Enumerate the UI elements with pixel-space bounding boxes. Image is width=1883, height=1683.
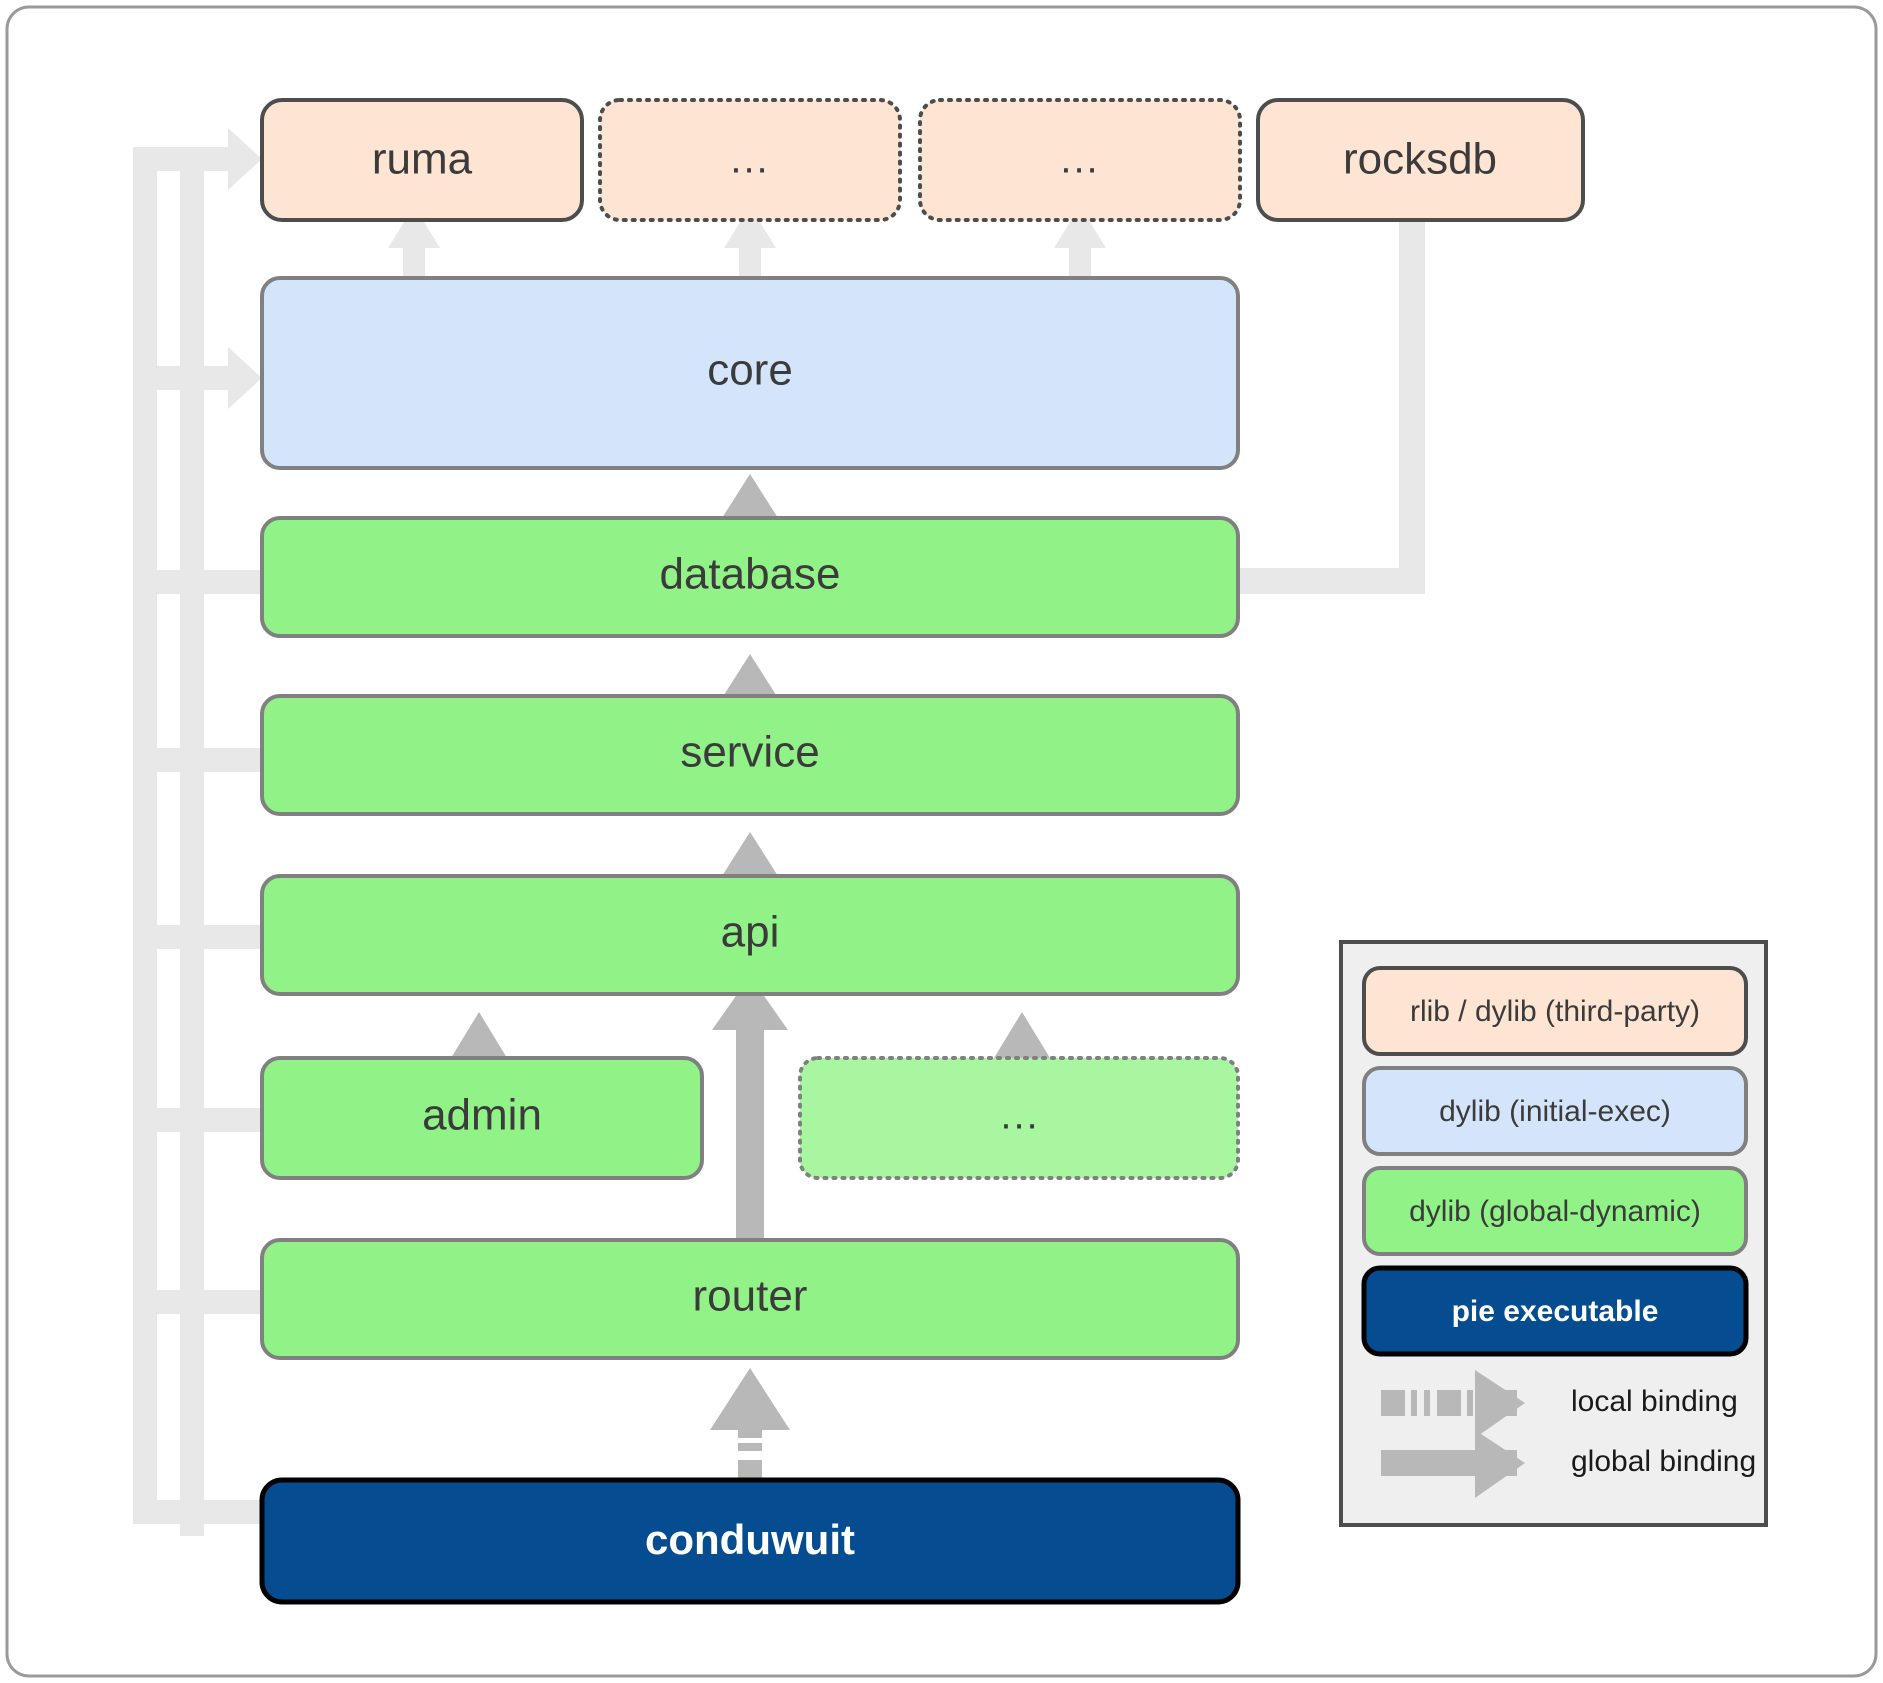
legend-global-dynamic: dylib (global-dynamic) [1362,1166,1748,1256]
conduwuit-left-rail [133,128,267,1536]
node-third-party-dots-1[interactable]: ... [598,98,902,222]
edge-conduwuit-api [712,976,788,1240]
legend-global-binding: global binding [1381,1430,1756,1498]
edge-core-dots-2 [1054,206,1106,282]
edge-core-dots-1 [724,206,776,282]
node-global-dynamic-dots[interactable]: ... [798,1056,1240,1180]
legend-initial-exec-label: dylib (initial-exec) [1439,1095,1671,1128]
node-api[interactable]: api [260,874,1240,996]
node-admin[interactable]: admin [260,1056,704,1180]
legend-pie-executable-label: pie executable [1452,1295,1659,1328]
legend-third-party-label: rlib / dylib (third-party) [1410,995,1700,1028]
edges-core-to-third-party [388,206,1106,282]
legend-global-binding-label: global binding [1571,1445,1756,1478]
node-service[interactable]: service [260,694,1240,816]
node-third-party-dots-1-label: ... [730,138,769,182]
node-router[interactable]: router [260,1238,1240,1360]
node-third-party-dots-2-label: ... [1060,138,1099,182]
node-rocksdb-label: rocksdb [1343,135,1497,184]
node-api-label: api [721,908,780,957]
node-database-label: database [659,550,840,599]
node-service-label: service [680,728,819,777]
legend-third-party: rlib / dylib (third-party) [1362,966,1748,1056]
node-global-dynamic-dots-label: ... [1000,1094,1039,1138]
legend-pie-executable: pie executable [1361,1265,1749,1357]
node-core-label: core [707,346,793,395]
node-rocksdb[interactable]: rocksdb [1256,98,1585,222]
node-router-label: router [693,1272,808,1321]
legend-initial-exec: dylib (initial-exec) [1362,1066,1748,1156]
node-admin-label: admin [422,1091,542,1140]
node-ruma-label: ruma [372,135,473,184]
node-third-party-dots-2[interactable]: ... [918,98,1242,222]
node-core[interactable]: core [260,276,1240,470]
edge-core-ruma [388,206,440,282]
node-ruma[interactable]: ruma [260,98,584,222]
legend-global-dynamic-label: dylib (global-dynamic) [1409,1195,1701,1228]
node-conduwuit[interactable]: conduwuit [259,1477,1241,1605]
node-database[interactable]: database [260,516,1240,638]
legend-local-binding-label: local binding [1571,1385,1738,1418]
legend-local-binding-icon [1381,1370,1525,1438]
legend-local-binding: local binding [1381,1370,1738,1438]
legend-global-binding-icon [1381,1430,1525,1498]
node-conduwuit-label: conduwuit [645,1516,855,1563]
